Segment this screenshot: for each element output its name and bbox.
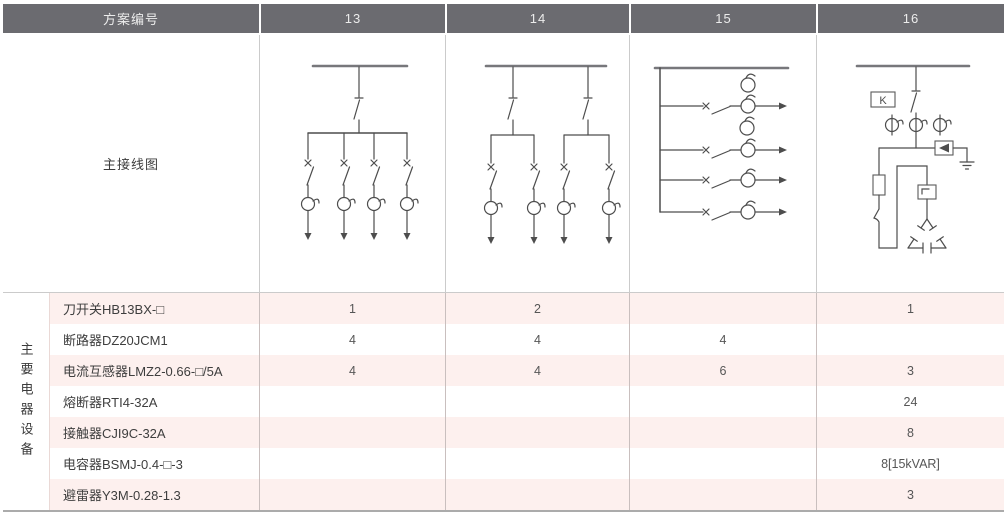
equipment-row-label: 避雷器Y3M-0.28-1.3 xyxy=(50,479,259,510)
equipment-row-label: 刀开关HB13BX-□ xyxy=(50,293,259,324)
equipment-row-label: 熔断器RTI4-32A xyxy=(50,386,259,417)
equipment-value xyxy=(445,386,629,417)
equipment-value: 3 xyxy=(816,479,1004,510)
scheme-13-svg xyxy=(300,64,419,241)
feeder-branch xyxy=(601,134,621,245)
k-label: K xyxy=(879,95,887,107)
equipment-value: 6 xyxy=(629,355,816,386)
wiring-diagram-scheme-14 xyxy=(445,35,629,292)
knife-switch-icon xyxy=(353,66,364,134)
equipment-row-label: 接触器CJI9C-32A xyxy=(50,417,259,448)
equipment-row-label: 电容器BSMJ-0.4-□-3 xyxy=(50,448,259,479)
equipment-value: 4 xyxy=(259,355,445,386)
scheme-15-svg xyxy=(653,66,790,221)
feeder-branch xyxy=(526,134,546,245)
equipment-value: 4 xyxy=(629,324,816,355)
equipment-value xyxy=(445,448,629,479)
knife-switch-icon xyxy=(507,66,518,136)
equipment-value xyxy=(629,448,816,479)
equipment-value: 1 xyxy=(816,293,1004,324)
header-scheme-14: 14 xyxy=(445,4,629,33)
knife-switch-icon xyxy=(582,66,593,136)
equipment-section-label: 主要电器设备 xyxy=(3,293,50,510)
wiring-diagram-scheme-15 xyxy=(629,35,816,292)
header-scheme-13: 13 xyxy=(259,4,445,33)
feeder-branch xyxy=(336,132,356,241)
equipment-value: 4 xyxy=(445,355,629,386)
series-switch-wire xyxy=(873,165,928,249)
equipment-value xyxy=(629,479,816,510)
equipment-value: 24 xyxy=(816,386,1004,417)
feeder-branch xyxy=(659,94,788,115)
ct-circle-icon xyxy=(932,114,952,136)
equipment-value: 2 xyxy=(445,293,629,324)
equipment-value xyxy=(259,417,445,448)
fuse-icon xyxy=(872,147,886,210)
feeder-branch xyxy=(399,132,419,241)
scheme-16-svg: K xyxy=(855,64,975,254)
feeder-branch xyxy=(556,134,576,245)
surge-arrester-icon xyxy=(934,140,968,163)
scheme-14-svg xyxy=(483,64,621,245)
feeder-branch xyxy=(300,132,320,241)
equipment-row-label: 电流互感器LMZ2-0.66-□/5A xyxy=(50,355,259,386)
capacitor-delta-icon xyxy=(907,218,947,254)
header-scheme-number: 方案编号 xyxy=(3,4,259,33)
equipment-value xyxy=(629,386,816,417)
equipment-value: 8[15kVAR] xyxy=(816,448,1004,479)
ct-circle-icon xyxy=(908,117,928,133)
wiring-diagram-scheme-16: K xyxy=(816,35,1004,292)
equipment-value xyxy=(629,293,816,324)
equipment-row-label: 断路器DZ20JCM1 xyxy=(50,324,259,355)
feeder-branch xyxy=(659,138,788,159)
equipment-value: 3 xyxy=(816,355,1004,386)
equipment-value xyxy=(445,479,629,510)
ground-icon xyxy=(959,161,975,170)
feeder-branch xyxy=(483,134,503,245)
scheme-spec-table: 方案编号 13 14 15 16 主接线图 xyxy=(3,4,1004,512)
wiring-diagram-scheme-13 xyxy=(259,35,445,292)
table-header-row: 方案编号 13 14 15 16 xyxy=(3,4,1004,33)
feeder-branch xyxy=(366,132,386,241)
wiring-diagram-row-label: 主接线图 xyxy=(102,157,159,172)
equipment-value xyxy=(259,386,445,417)
feeder-branch xyxy=(659,200,788,221)
equipment-value: 8 xyxy=(816,417,1004,448)
equipment-value xyxy=(259,479,445,510)
header-scheme-16: 16 xyxy=(816,4,1004,33)
equipment-value xyxy=(629,417,816,448)
ct-circle-icon xyxy=(739,116,755,136)
equipment-section-label-text: 主要电器设备 xyxy=(18,341,34,462)
ct-circle-icon xyxy=(884,114,904,136)
equipment-value: 4 xyxy=(445,324,629,355)
equipment-value: 4 xyxy=(259,324,445,355)
ct-circle-icon xyxy=(740,73,756,93)
contactor-icon xyxy=(917,184,937,220)
feeder-branch xyxy=(659,168,788,189)
knife-switch-icon xyxy=(910,66,921,149)
equipment-value xyxy=(259,448,445,479)
equipment-table: 主要电器设备 刀开关HB13BX-□ 1 2 1 断路器DZ20JCM1 4 4… xyxy=(3,293,1004,512)
equipment-value xyxy=(816,324,1004,355)
header-scheme-15: 15 xyxy=(629,4,816,33)
wiring-diagram-row: 主接线图 xyxy=(3,35,1004,293)
equipment-value: 1 xyxy=(259,293,445,324)
k-label-box: K xyxy=(870,91,896,108)
equipment-value xyxy=(445,417,629,448)
